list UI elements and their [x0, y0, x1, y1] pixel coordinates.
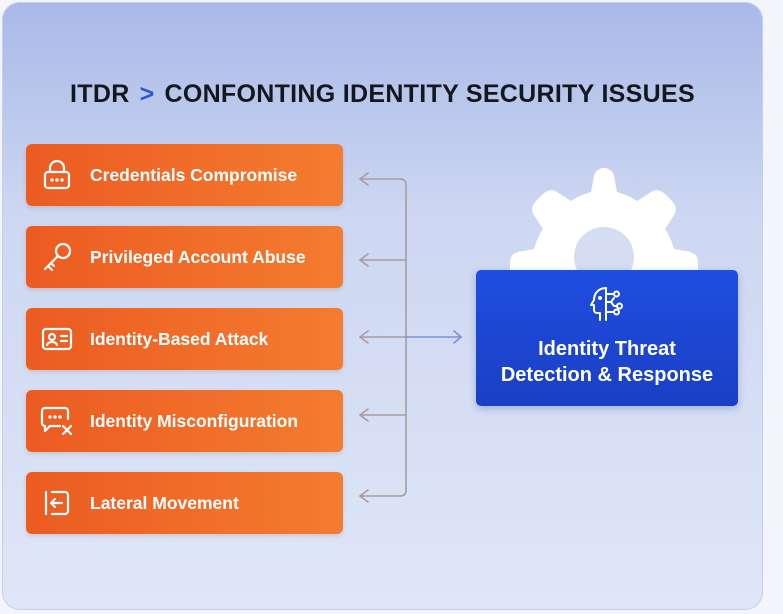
- issue-credentials-compromise[interactable]: Credentials Compromise: [26, 144, 343, 206]
- lock-icon: [39, 157, 75, 193]
- arrowhead-itdr: [453, 330, 462, 344]
- login-icon: [39, 485, 75, 521]
- id-card-icon: [39, 321, 75, 357]
- issue-label: Privileged Account Abuse: [90, 246, 306, 267]
- issue-privileged-account-abuse[interactable]: Privileged Account Abuse: [26, 226, 343, 288]
- ai-head-icon: [590, 287, 623, 321]
- arrowhead-1: [359, 172, 369, 186]
- issue-lateral-movement[interactable]: Lateral Movement: [26, 472, 343, 534]
- issue-identity-misconfiguration[interactable]: Identity Misconfiguration: [26, 390, 343, 452]
- connector-lines: [359, 172, 462, 503]
- arrowhead-2: [359, 253, 369, 267]
- diagram-card: ITDR > CONFONTING IDENTITY SECURITY ISSUES: [2, 2, 763, 610]
- issue-label: Lateral Movement: [90, 492, 239, 513]
- itdr-label: Identity Threat Detection & Response: [476, 336, 738, 388]
- arrowhead-5: [359, 489, 369, 503]
- arrowhead-3: [359, 330, 369, 344]
- diagram-title: ITDR > CONFONTING IDENTITY SECURITY ISSUES: [2, 80, 763, 109]
- chat-error-icon: [39, 403, 75, 439]
- title-separator: >: [139, 80, 155, 108]
- title-prefix: ITDR: [70, 80, 130, 108]
- issue-label: Credentials Compromise: [90, 164, 298, 185]
- issue-identity-based-attack[interactable]: Identity-Based Attack: [26, 308, 343, 370]
- itdr-label-line2: Detection & Response: [500, 364, 714, 386]
- issue-label: Identity Misconfiguration: [90, 410, 299, 431]
- title-text: CONFONTING IDENTITY SECURITY ISSUES: [164, 80, 695, 108]
- issue-label: Identity-Based Attack: [90, 328, 269, 349]
- itdr-label-line1: Identity Threat: [538, 338, 676, 360]
- itdr-box[interactable]: Identity Threat Detection & Response: [476, 270, 738, 406]
- key-icon: [39, 239, 75, 275]
- arrowhead-4: [359, 408, 369, 422]
